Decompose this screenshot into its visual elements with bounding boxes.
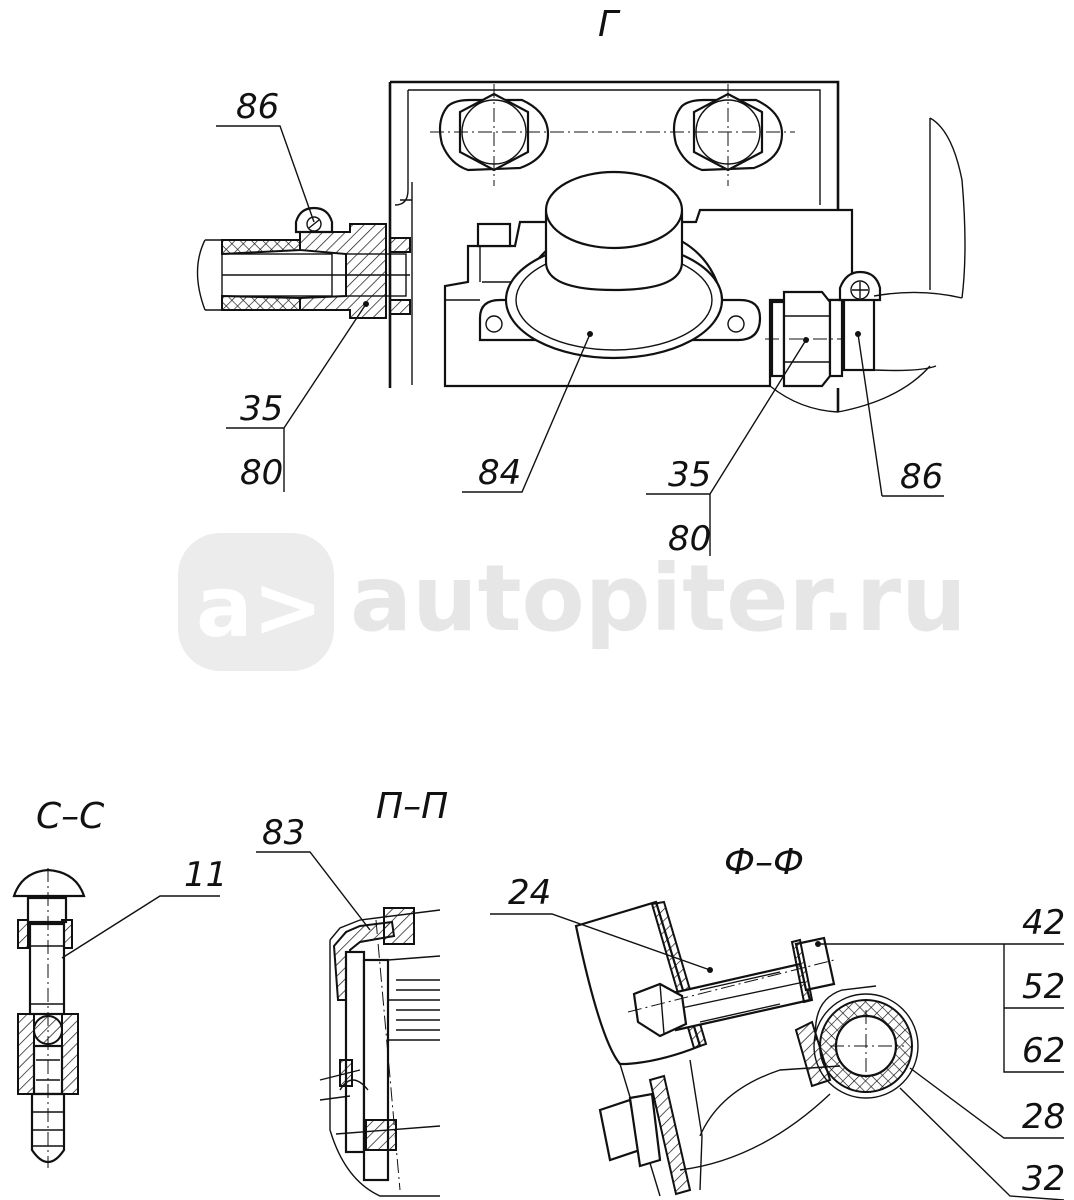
view-g: Г xyxy=(196,4,966,559)
bracket-plate xyxy=(388,80,840,412)
watermark-logo-box xyxy=(178,533,334,671)
view-pp: П–П 83 xyxy=(256,786,448,1197)
view-ff: Ф–Ф xyxy=(490,842,1065,1200)
leader-g-86-right xyxy=(857,333,944,497)
leader-ff-28 xyxy=(909,1067,1064,1139)
callout-ff-62: 62 xyxy=(1022,1031,1065,1071)
leader-ff-42-52-62 xyxy=(818,943,1064,1073)
leader-cc-11 xyxy=(61,895,220,959)
view-ff-title: Ф–Ф xyxy=(724,842,804,883)
leader-g-35-80-right xyxy=(646,339,807,556)
callout-g-35-right: 35 xyxy=(668,455,711,495)
callout-pp-83: 83 xyxy=(262,813,305,853)
valve-cap xyxy=(504,170,724,360)
callout-g-86-left: 86 xyxy=(236,87,279,127)
ff-section xyxy=(574,900,919,1197)
callout-g-86-right: 86 xyxy=(900,457,943,497)
callout-ff-28: 28 xyxy=(1022,1097,1065,1137)
callout-ff-52: 52 xyxy=(1022,967,1065,1007)
callout-ff-32: 32 xyxy=(1022,1159,1065,1199)
callout-g-80-right: 80 xyxy=(668,519,711,559)
leader-pp-83 xyxy=(256,851,371,931)
hose-clamp-right xyxy=(838,270,882,372)
watermark: a> autopiter.ru xyxy=(178,533,967,671)
view-cc-title: С–С xyxy=(36,796,105,837)
callout-ff-42: 42 xyxy=(1022,903,1065,943)
leader-g-86-left xyxy=(216,125,315,223)
view-pp-title: П–П xyxy=(376,786,448,827)
callout-g-80-left: 80 xyxy=(240,453,283,493)
pp-section xyxy=(319,907,441,1197)
callout-ff-24: 24 xyxy=(508,873,551,913)
leader-ff-32 xyxy=(899,1087,1065,1200)
leader-ff-24 xyxy=(490,913,711,971)
hose-right xyxy=(769,117,966,413)
leader-g-84 xyxy=(462,333,591,493)
callout-g-35-left: 35 xyxy=(240,389,283,429)
view-g-title: Г xyxy=(598,4,621,45)
watermark-text: autopiter.ru xyxy=(350,545,967,652)
watermark-logo: a> xyxy=(196,558,323,656)
cc-fastener xyxy=(12,868,86,1168)
callout-g-84: 84 xyxy=(478,453,521,493)
view-cc: С–С 11 xyxy=(12,796,227,1168)
leader-g-35-80-left xyxy=(226,303,367,492)
callout-cc-11: 11 xyxy=(184,855,227,895)
fitting-nut-left xyxy=(222,223,411,319)
